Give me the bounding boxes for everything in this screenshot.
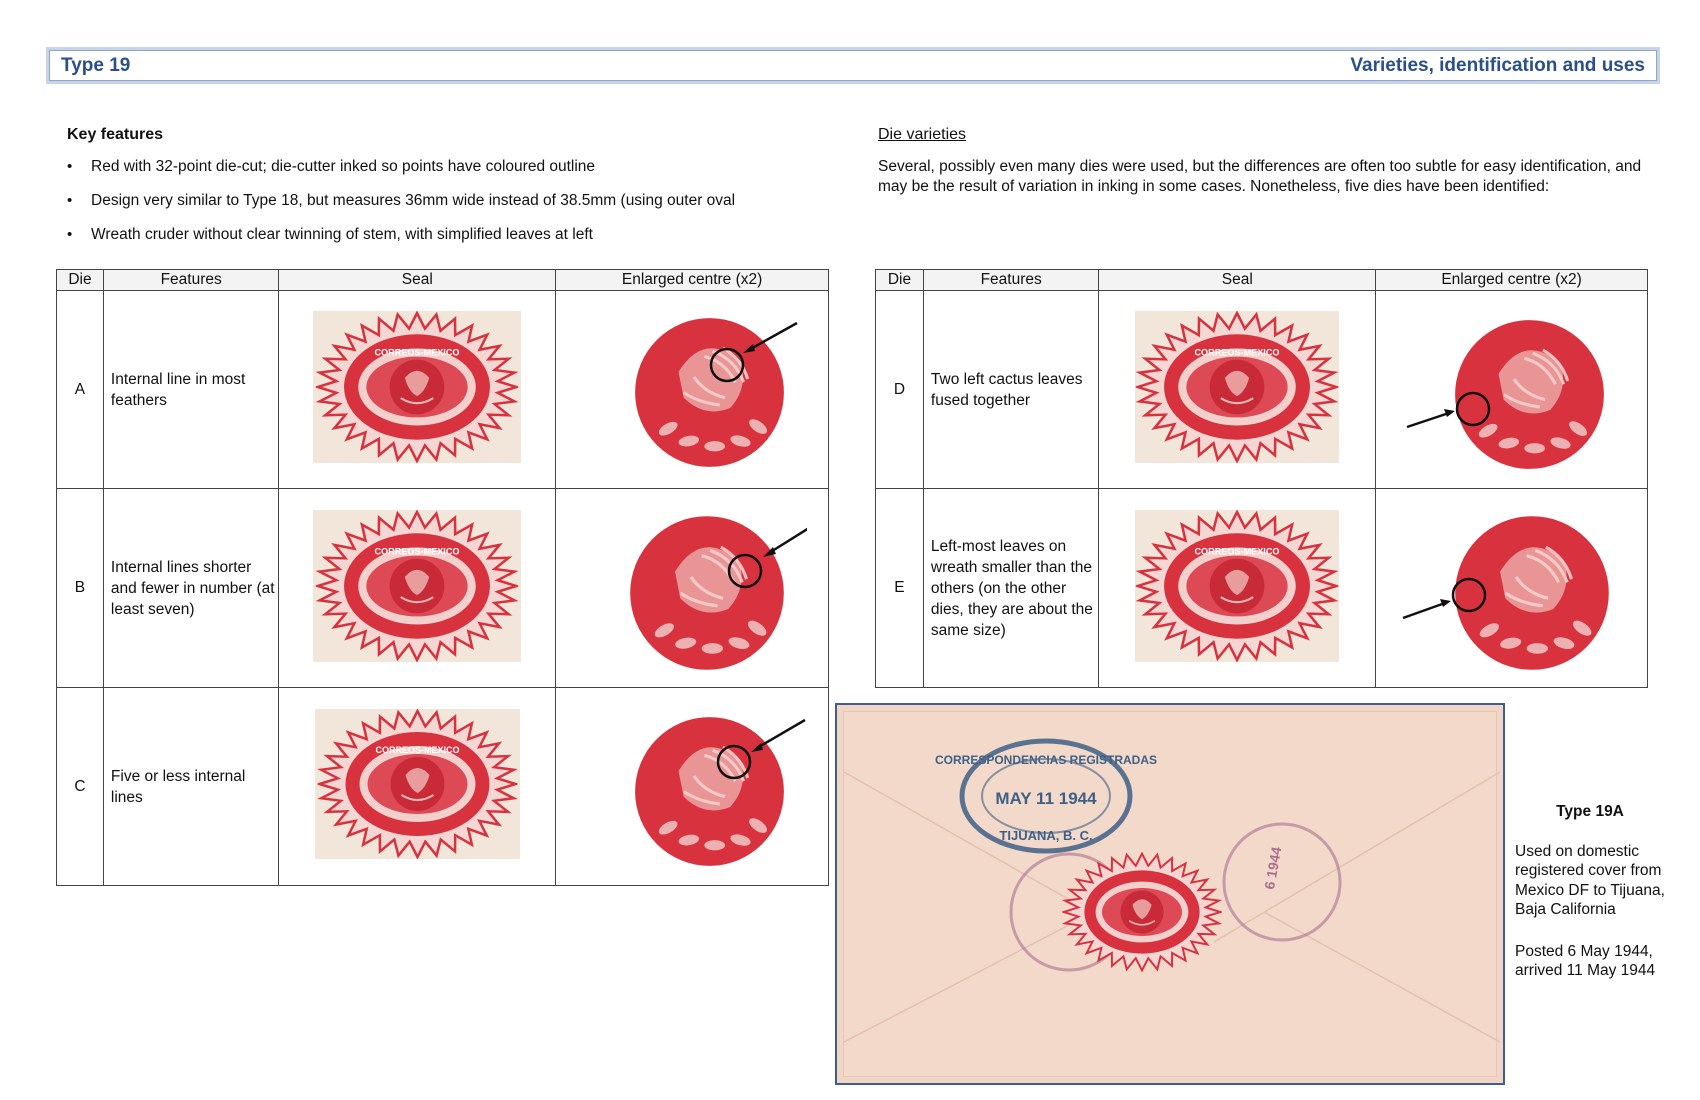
seal-image-cell: CORREOS-MEXICO (278, 687, 557, 886)
dies-table-right: Die Features Seal Enlarged centre (x2) D… (875, 269, 1648, 688)
enlarged-centre-image (1406, 318, 1606, 470)
highlight-circle (716, 744, 752, 779)
key-features-title: Key features (67, 126, 164, 143)
pointer-arrow (746, 321, 798, 352)
column-header-features: Features (922, 269, 1100, 291)
table-row: C Five or less internal lines CORREOS-ME… (56, 687, 829, 886)
side-note-posted: Posted 6 May 1944, arrived 11 May 1944 (1515, 942, 1656, 980)
dies-table-left: Die Features Seal Enlarged centre (x2) A… (56, 269, 829, 886)
enlarged-image-cell (1375, 488, 1648, 688)
enlarged-centre-image (633, 715, 806, 867)
seal-image-cell: CORREOS-MEXICO (278, 290, 557, 489)
column-header-enlarged: Enlarged centre (x2) (1375, 269, 1648, 291)
pointer-arrow (768, 527, 808, 555)
die-features: Internal lines shorter and fewer in numb… (102, 488, 280, 688)
enlarged-centre-image (1402, 514, 1610, 672)
cancel-top-text: CORRESPONDENCIAS REGISTRADAS (935, 753, 1157, 767)
die-features: Left-most leaves on wreath smaller than … (922, 488, 1100, 688)
die-letter: D (875, 290, 924, 489)
header-title-left: Type 19 (61, 54, 131, 76)
die-features: Five or less internal lines (102, 687, 280, 886)
die-features: Internal line in most feathers (102, 290, 280, 489)
seal-image-cell: CORREOS-MEXICO (1098, 290, 1377, 489)
column-header-die: Die (875, 269, 924, 291)
table-row: A Internal line in most feathers CORREOS… (56, 290, 829, 489)
enlarged-centre-image (633, 316, 798, 468)
page-header: Type 19 Varieties, identification and us… (46, 47, 1660, 84)
pointer-arrow (1406, 411, 1449, 428)
seal-image: CORREOS-MEXICO (313, 311, 522, 463)
side-cancel-date: 6 1944 (1261, 845, 1284, 890)
seal-image: CORREOS-MEXICO (1135, 311, 1340, 463)
violet-cancel-stamp (1222, 822, 1342, 942)
highlight-circle (1451, 577, 1486, 613)
highlight-circle (727, 553, 763, 589)
die-varieties-title: Die varieties (878, 126, 967, 143)
seal-image: CORREOS-MEXICO (313, 509, 522, 662)
column-header-enlarged: Enlarged centre (x2) (555, 269, 829, 291)
table-row: E Left-most leaves on wreath smaller tha… (875, 488, 1648, 688)
enlarged-image-cell (555, 290, 829, 489)
blue-cancel-stamp: CORRESPONDENCIAS REGISTRADAS MAY 11 1944… (935, 738, 1157, 854)
seal-top-text: CORREOS-MEXICO (1195, 546, 1280, 556)
cover-photo: CORRESPONDENCIAS REGISTRADAS MAY 11 1944… (835, 703, 1505, 1085)
pointer-arrow (1402, 601, 1445, 620)
cancel-date-text: MAY 11 1944 (995, 789, 1097, 808)
die-letter: B (56, 488, 104, 688)
seal-image-cell: CORREOS-MEXICO (1098, 488, 1377, 688)
column-header-seal: Seal (1098, 269, 1377, 291)
seal-image: CORREOS-MEXICO (1135, 509, 1340, 662)
column-header-seal: Seal (278, 269, 557, 291)
side-note-title: Type 19A (1556, 803, 1624, 820)
highlight-circle (1455, 391, 1490, 426)
enlarged-image-cell (555, 488, 829, 688)
envelope-illustration: CORRESPONDENCIAS REGISTRADAS MAY 11 1944… (843, 738, 1501, 1043)
seal-top-text: CORREOS-MEXICO (375, 546, 460, 556)
cancel-place-text: TIJUANA, B. C. (999, 828, 1092, 843)
die-letter: E (875, 488, 924, 688)
side-note-description: Used on domestic registered cover from M… (1515, 842, 1665, 919)
die-varieties-section: Die varieties Several, possibly even man… (878, 126, 1668, 197)
side-note: Type 19A Used on domestic registered cov… (1515, 802, 1695, 1003)
cover-seal (1064, 854, 1221, 971)
die-features: Two left cactus leaves fused together (922, 290, 1100, 489)
list-item: Red with 32-point die-cut; die-cutter in… (67, 157, 867, 176)
enlarged-centre-image (628, 514, 808, 672)
header-title-right: Varieties, identification and uses (1350, 54, 1645, 76)
envelope-back: CORRESPONDENCIAS REGISTRADAS MAY 11 1944… (843, 711, 1501, 1077)
table-row: B Internal lines shorter and fewer in nu… (56, 488, 829, 688)
enlarged-image-cell (555, 687, 829, 886)
die-letter: C (56, 687, 104, 886)
seal-top-text: CORREOS-MEXICO (375, 745, 459, 755)
seal-image: CORREOS-MEXICO (314, 709, 520, 859)
highlight-circle (709, 347, 745, 382)
die-varieties-text: Several, possibly even many dies were us… (878, 158, 1642, 195)
pointer-arrow (756, 718, 806, 749)
list-item: Wreath cruder without clear twinning of … (67, 225, 867, 244)
enlarged-image-cell (1375, 290, 1648, 489)
column-header-features: Features (102, 269, 280, 291)
key-features-section: Key features Red with 32-point die-cut; … (67, 126, 867, 259)
column-header-die: Die (56, 269, 104, 291)
die-letter: A (56, 290, 104, 489)
seal-top-text: CORREOS-MEXICO (375, 348, 460, 358)
table-row: D Two left cactus leaves fused together … (875, 290, 1648, 489)
seal-image-cell: CORREOS-MEXICO (278, 488, 557, 688)
key-features-list: Red with 32-point die-cut; die-cutter in… (67, 157, 867, 244)
seal-top-text: CORREOS-MEXICO (1195, 348, 1280, 358)
list-item: Design very similar to Type 18, but meas… (67, 191, 867, 210)
